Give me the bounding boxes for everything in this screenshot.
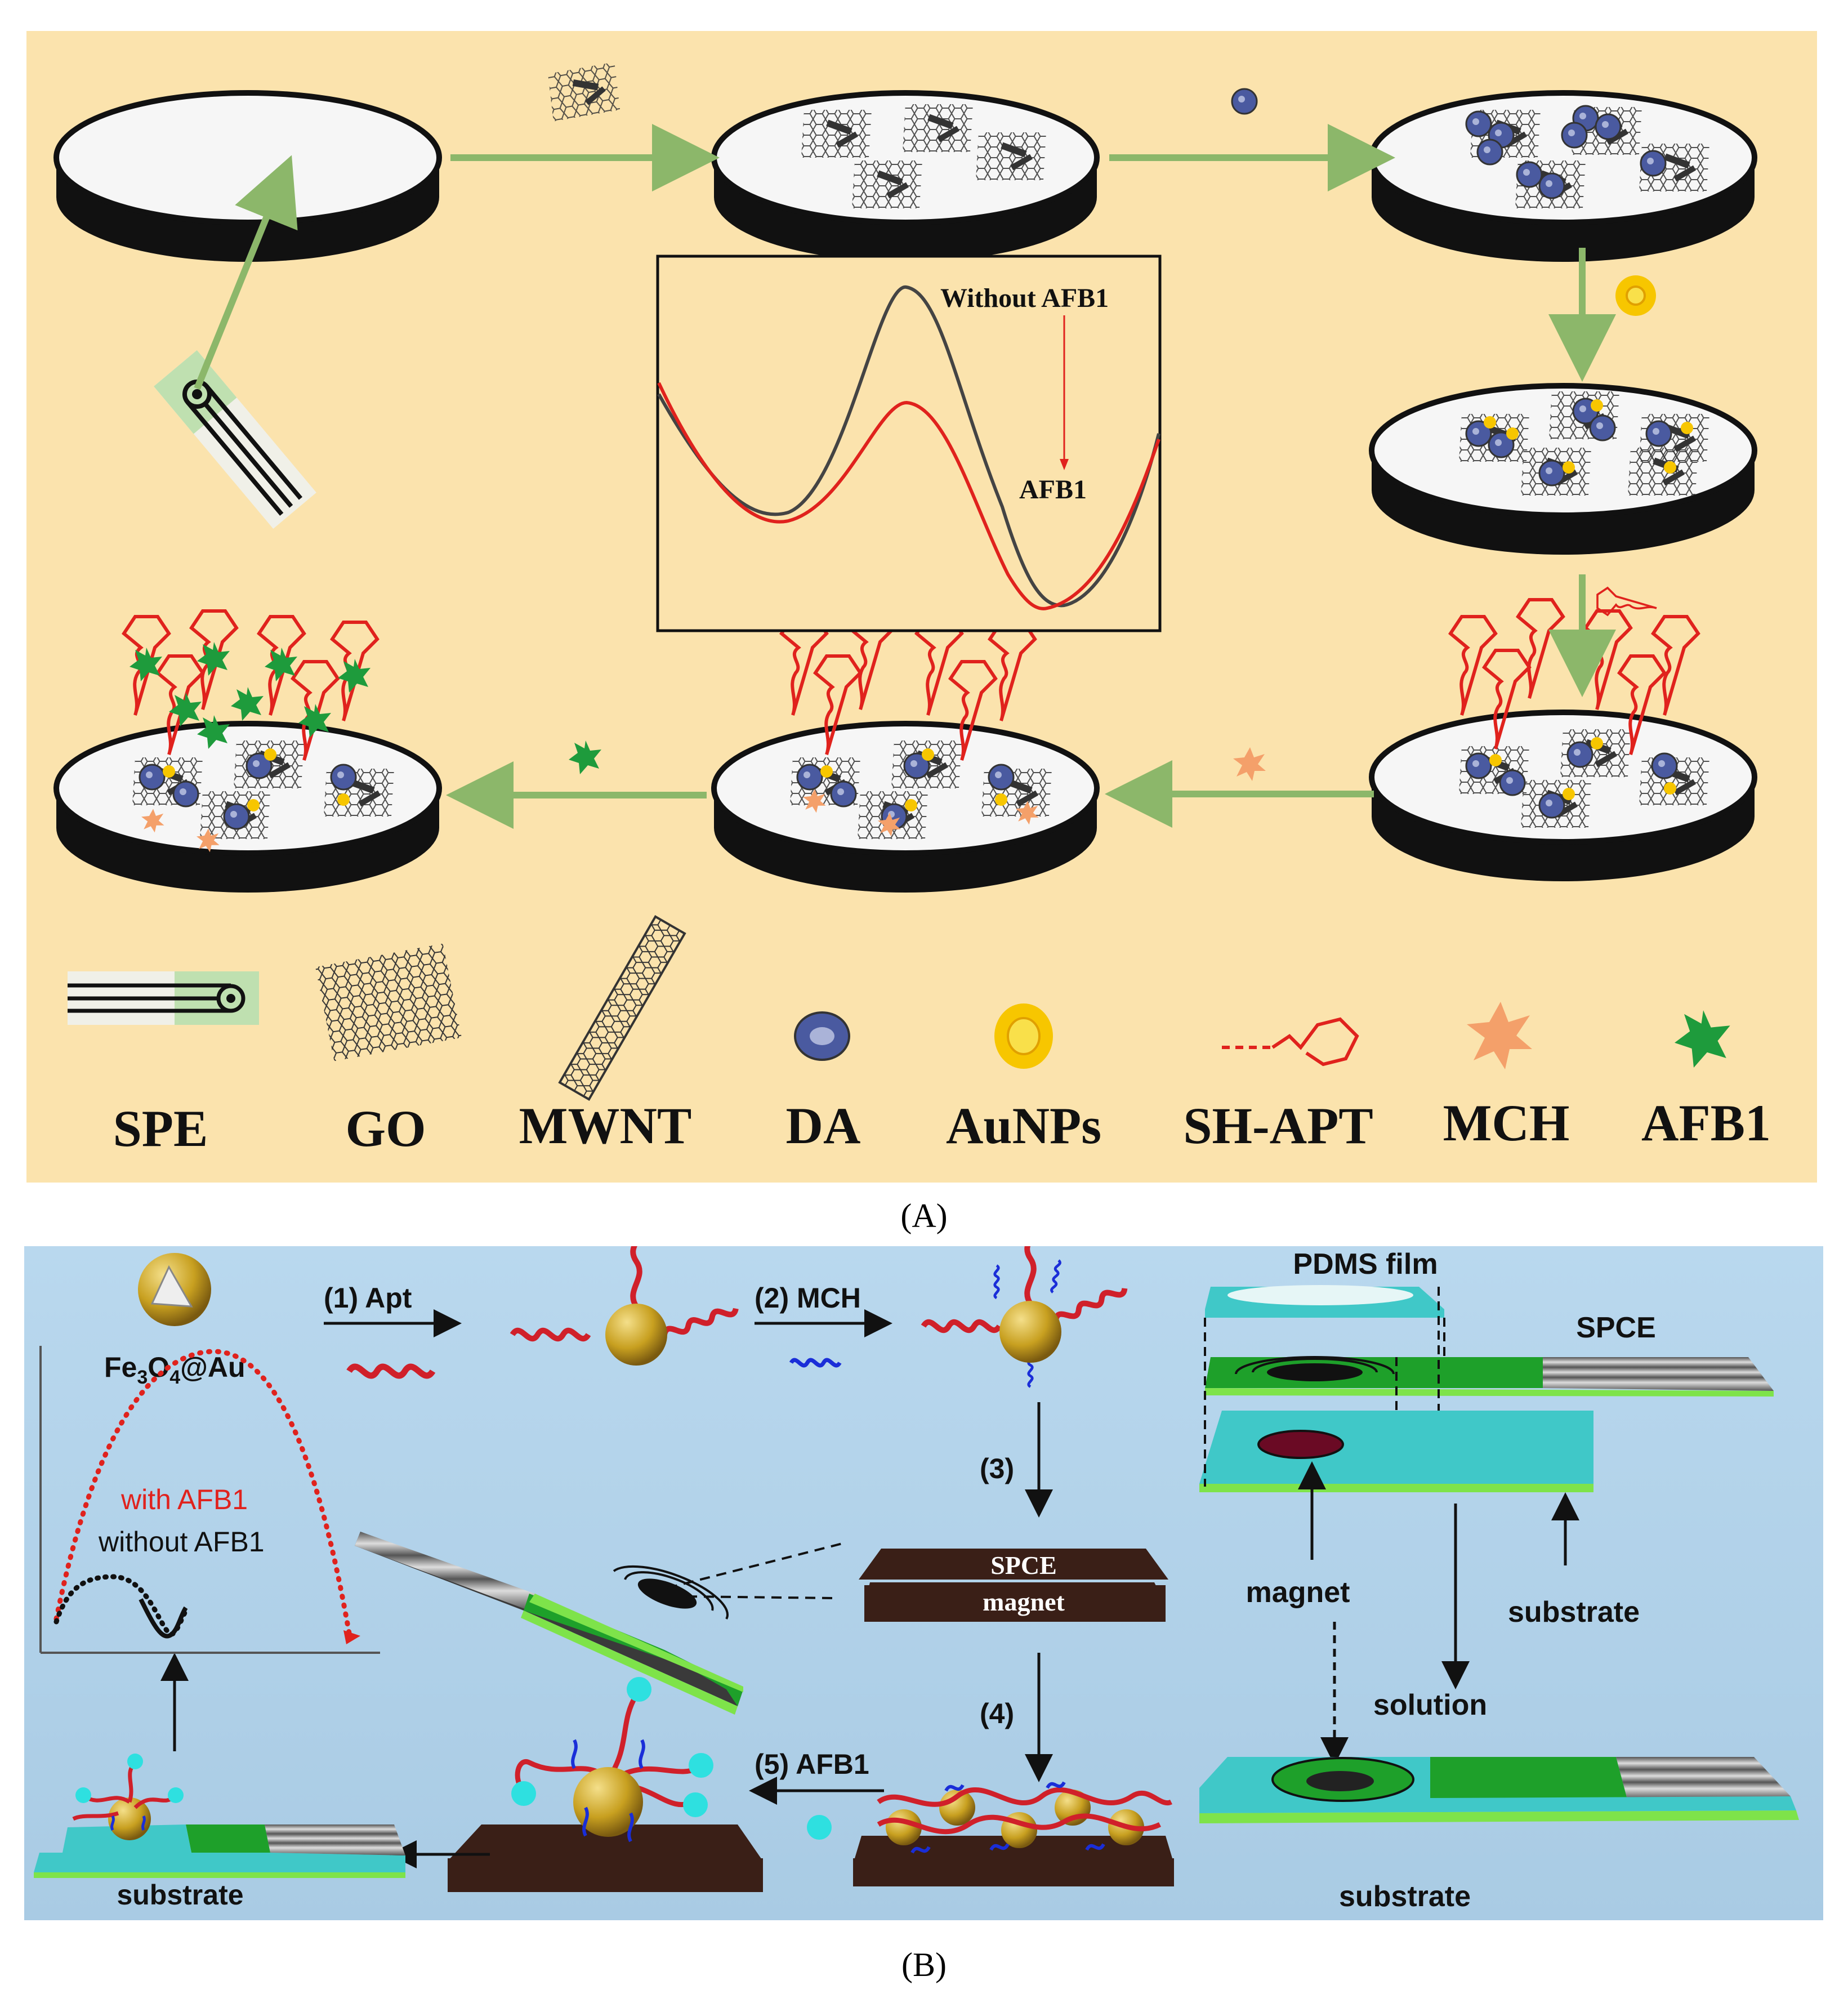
magnet-particles bbox=[853, 1781, 1174, 1886]
device-assembly bbox=[1199, 1285, 1774, 1492]
legend-label-aunps: AuNPs bbox=[946, 1097, 1101, 1154]
step3-label: (3) bbox=[980, 1453, 1014, 1484]
legend-label-go: GO bbox=[345, 1100, 426, 1157]
dash-2 bbox=[686, 1595, 834, 1599]
legend-label-da: DA bbox=[786, 1097, 861, 1154]
block-label-spce: SPCE bbox=[990, 1551, 1057, 1580]
disk-bare bbox=[56, 93, 439, 262]
mch-wave-icon bbox=[791, 1360, 840, 1366]
substrate-bottom-label: substrate bbox=[1339, 1880, 1471, 1913]
dpv-inset: Without AFB1 AFB1 bbox=[656, 255, 1162, 632]
dash-1 bbox=[667, 1542, 845, 1589]
fe3o4au-particle bbox=[138, 1253, 211, 1326]
b-inset bbox=[39, 1346, 380, 1654]
particle-apt bbox=[512, 1246, 737, 1366]
legend-spe-icon bbox=[68, 971, 259, 1025]
legend-label-afb1: AFB1 bbox=[1641, 1094, 1771, 1152]
legend-mwnt-icon bbox=[558, 915, 686, 1101]
legend-mch-icon bbox=[1467, 1002, 1532, 1069]
legend-aunps-icon bbox=[994, 1003, 1053, 1069]
legend-go-icon bbox=[315, 943, 462, 1061]
step2-label: (2) MCH bbox=[755, 1282, 861, 1314]
legend-label-mwnt: MWNT bbox=[519, 1097, 692, 1154]
mch-floating bbox=[1233, 747, 1266, 781]
legend-label-mch: MCH bbox=[1443, 1094, 1570, 1152]
step5-label: (5) AFB1 bbox=[755, 1748, 869, 1780]
disk-da bbox=[1372, 93, 1755, 262]
inset-label-without: Without AFB1 bbox=[940, 283, 1109, 313]
step1-label: (1) Apt bbox=[324, 1282, 412, 1314]
afb1-dot bbox=[807, 1815, 832, 1840]
block-label-magnet: magnet bbox=[983, 1587, 1065, 1616]
disk-apt bbox=[1372, 600, 1755, 881]
disk-go bbox=[714, 93, 1097, 262]
small-device bbox=[34, 1754, 405, 1878]
afb1-floating bbox=[569, 740, 601, 774]
tilted-spce bbox=[355, 1532, 743, 1715]
da-floating bbox=[1231, 88, 1258, 115]
legend-da-icon bbox=[794, 1011, 850, 1061]
go-floating bbox=[545, 62, 623, 122]
legend-label-shapt: SH-APT bbox=[1183, 1097, 1373, 1154]
spe-electrode bbox=[154, 350, 316, 529]
aunp-floating bbox=[1615, 275, 1656, 316]
fe3o4au-label: Fe3O4@Au bbox=[104, 1351, 245, 1388]
inset-without-label: without AFB1 bbox=[98, 1526, 265, 1558]
legend-label-spe: SPE bbox=[113, 1100, 208, 1157]
disk-mch bbox=[714, 611, 1097, 893]
panel-a-diagram: Without AFB1 AFB1 SPE GO MWNT DA AuNPs S… bbox=[0, 62, 1771, 1157]
particle-apt-mch bbox=[923, 1246, 1126, 1387]
dpv-curve-without bbox=[657, 285, 1160, 608]
spce-label: SPCE bbox=[1576, 1311, 1656, 1344]
apt-wave-icon bbox=[349, 1367, 433, 1376]
assembled-device bbox=[1199, 1757, 1799, 1823]
legend-shapt-icon bbox=[1222, 1017, 1359, 1067]
disk-afb1 bbox=[56, 611, 439, 893]
inset-label-with: AFB1 bbox=[1019, 475, 1087, 505]
pdms-film-label: PDMS film bbox=[1293, 1248, 1438, 1281]
left-substrate-label: substrate bbox=[117, 1879, 243, 1911]
disk-aunp bbox=[1372, 386, 1755, 555]
step4-label: (4) bbox=[980, 1698, 1014, 1729]
magnet-label: magnet bbox=[1246, 1576, 1350, 1609]
panel-b-diagram: Fe3O4@Au (1) Apt (2) MCH (3) SPCE magnet bbox=[34, 1246, 1799, 1913]
solution-label: solution bbox=[1373, 1689, 1487, 1721]
caption-b: (B) bbox=[901, 1946, 947, 1983]
arrow-spe-up bbox=[194, 155, 298, 390]
magnet-captured bbox=[448, 1677, 763, 1892]
dpv-curve-with bbox=[657, 382, 1160, 610]
spce-magnet-block bbox=[859, 1549, 1168, 1622]
caption-a: (A) bbox=[900, 1197, 948, 1234]
inset-with-label: with AFB1 bbox=[120, 1484, 248, 1515]
legend-afb1-icon bbox=[1675, 1010, 1730, 1068]
substrate-label: substrate bbox=[1508, 1596, 1640, 1629]
